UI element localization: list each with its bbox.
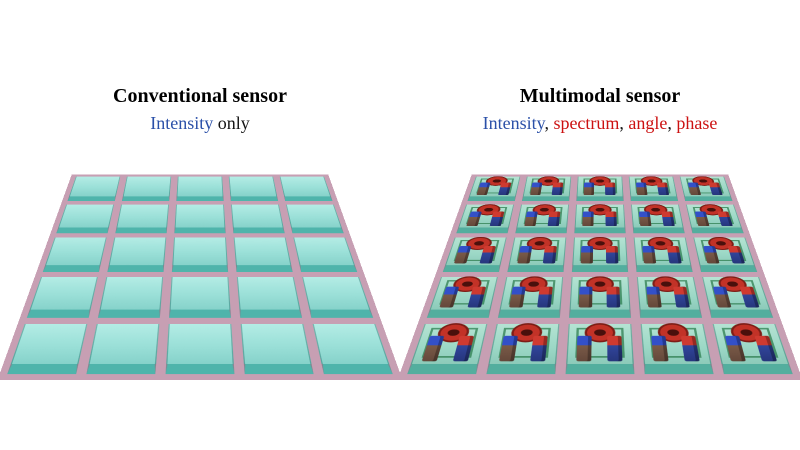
multimodal-pixel-tile: [576, 176, 624, 201]
multimodal-pixel-tile: [631, 204, 685, 234]
multimodal-pixel-tile: [569, 276, 631, 318]
red-component-icon: [606, 286, 621, 308]
blue-component-icon: [642, 245, 657, 263]
red-component-icon: [537, 286, 553, 308]
intensity-label: Intensity: [150, 113, 214, 133]
sensor-pixel-tile: [228, 176, 279, 201]
sensor-pixel-tile: [285, 204, 344, 234]
sensor-pixel-tile: [293, 237, 358, 272]
multimodal-pixel-tile: [712, 323, 793, 374]
sensor-pixel-tile: [236, 276, 303, 318]
sensor-pixel-tile: [86, 323, 160, 374]
sensor-pixel-tile: [174, 204, 226, 234]
sensor-pixel-tile: [97, 276, 164, 318]
blue-component-icon: [646, 286, 662, 308]
sensor-pixel-tile: [231, 204, 285, 234]
multimodal-pixel-tile: [467, 176, 521, 201]
multimodal-pixel-tile: [571, 237, 629, 272]
multimodal-subtitle: Intensity, spectrum, angle, phase: [400, 112, 800, 134]
multimodal-pixel-tile: [702, 276, 774, 318]
red-component-icon: [656, 182, 670, 195]
multimodal-pixel-tile: [456, 204, 515, 234]
sensor-pixel-tile: [7, 323, 88, 374]
multimodal-pixel-tile: [521, 176, 572, 201]
sensor-pixel-tile: [42, 237, 107, 272]
multimodal-sensor-panel: Multimodal sensor Intensity, spectrum, a…: [397, 0, 800, 450]
multimodal-pixel-tile: [628, 176, 679, 201]
sensor-pixel-tile: [115, 204, 169, 234]
multimodal-pixel-tile: [640, 323, 714, 374]
sensor-pixel-tile: [26, 276, 98, 318]
red-component-icon: [605, 211, 617, 227]
separator-1: ,: [544, 113, 554, 133]
conventional-pixel-array: [0, 174, 403, 380]
sensor-pixel-tile: [56, 204, 115, 234]
multimodal-array-scene: [397, 136, 800, 392]
multimodal-pixel-tile: [486, 323, 560, 374]
sensor-pixel-tile: [279, 176, 333, 201]
blue-component-icon: [524, 211, 538, 227]
spectrum-mode-label: spectrum: [553, 113, 620, 133]
phase-mode-label: phase: [676, 113, 718, 133]
sensor-pixel-tile: [169, 276, 231, 318]
multimodal-pixel-tile: [497, 276, 564, 318]
multimodal-pixel-tile: [565, 323, 635, 374]
sensor-pixel-tile: [240, 323, 314, 374]
multimodal-pixel-tile: [636, 276, 703, 318]
multimodal-pixel-tile: [426, 276, 498, 318]
sensor-pixel-tile: [171, 237, 229, 272]
red-component-icon: [605, 182, 616, 195]
red-component-icon: [605, 245, 619, 263]
multimodal-pixel-tile: [693, 237, 758, 272]
separator-2: ,: [619, 113, 629, 133]
sensor-pixel-tile: [165, 323, 235, 374]
blue-component-icon: [635, 182, 648, 195]
sensor-pixel-tile: [233, 237, 293, 272]
multimodal-pixel-tile: [515, 204, 569, 234]
conventional-array-scene: [0, 136, 403, 392]
multimodal-pixel-tile: [685, 204, 744, 234]
conventional-title: Conventional sensor: [113, 85, 287, 107]
sensor-pixel-tile: [302, 276, 374, 318]
multimodal-title: Multimodal sensor: [519, 85, 681, 107]
red-component-icon: [542, 245, 557, 263]
red-component-icon: [547, 211, 561, 227]
multimodal-pixel-tile: [442, 237, 507, 272]
only-label: only: [213, 113, 250, 133]
multimodal-pixel-array: [397, 174, 800, 380]
multimodal-pixel-tile: [633, 237, 693, 272]
red-component-icon: [551, 182, 564, 195]
multimodal-pixel-tile: [407, 323, 488, 374]
blue-component-icon: [576, 335, 592, 362]
angle-mode-label: angle: [628, 113, 668, 133]
conventional-sensor-panel: Conventional sensor Intensity only: [0, 85, 403, 392]
red-component-icon: [530, 335, 548, 362]
blue-component-icon: [638, 211, 652, 227]
sensor-pixel-tile: [176, 176, 224, 201]
sensor-pixel-tile: [67, 176, 121, 201]
blue-component-icon: [578, 286, 593, 308]
blue-component-icon: [529, 182, 543, 195]
multimodal-pixel-tile: [679, 176, 733, 201]
intensity-mode-label: Intensity: [482, 113, 545, 133]
sensor-pixel-tile: [121, 176, 172, 201]
blue-component-icon: [582, 211, 594, 227]
sensor-pixel-tile: [107, 237, 167, 272]
blue-component-icon: [580, 245, 594, 263]
red-component-icon: [607, 335, 623, 362]
multimodal-pixel-tile: [507, 237, 567, 272]
blue-component-icon: [583, 182, 595, 195]
sensor-pixel-tile: [312, 323, 393, 374]
separator-3: ,: [667, 113, 677, 133]
conventional-subtitle: Intensity only: [0, 112, 400, 134]
multimodal-pixel-tile: [574, 204, 626, 234]
